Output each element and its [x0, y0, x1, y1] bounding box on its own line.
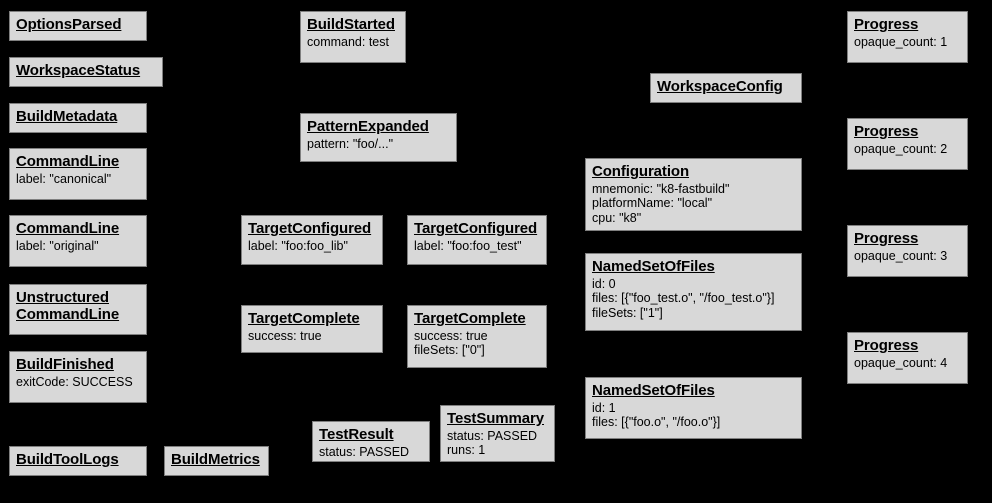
- node-field: files: [{"foo_test.o", "/foo_test.o"}]: [592, 291, 775, 306]
- node-title: Progress: [854, 16, 919, 33]
- node-title: Progress: [854, 337, 919, 354]
- node-fields: opaque_count: 2: [854, 142, 961, 157]
- node-fields: success: true: [248, 329, 376, 344]
- node-title: BuildFinished: [16, 356, 114, 373]
- node-field: opaque_count: 3: [854, 248, 948, 263]
- node-title: TestSummary: [447, 410, 544, 427]
- node-field: label: "canonical": [16, 171, 112, 186]
- node-field: fileSets: ["0"]: [414, 343, 485, 358]
- node-field: cpu: "k8": [592, 210, 642, 225]
- node-field: label: "foo:foo_lib": [248, 238, 348, 253]
- node-title: NamedSetOfFiles: [592, 258, 715, 275]
- node-field: files: [{"foo.o", "/foo.o"}]: [592, 415, 721, 430]
- node-title: TestResult: [319, 426, 394, 443]
- node-title: TargetConfigured: [414, 220, 538, 237]
- node-fields: label: "foo:foo_lib": [248, 239, 376, 254]
- node-fields: label: "canonical": [16, 172, 140, 187]
- node-fields: opaque_count: 4: [854, 356, 961, 371]
- node-fields: status: PASSED: [319, 445, 423, 460]
- node-title: TargetConfigured: [248, 220, 372, 237]
- node-build-metadata[interactable]: BuildMetadata: [9, 103, 147, 133]
- node-field: exitCode: SUCCESS: [16, 374, 133, 389]
- node-field: status: PASSED: [447, 428, 538, 443]
- node-title: Unstructured CommandLine: [16, 289, 120, 324]
- node-field: label: "original": [16, 238, 99, 253]
- node-title: BuildStarted: [307, 16, 395, 33]
- node-title: WorkspaceStatus: [16, 62, 141, 79]
- node-title: BuildToolLogs: [16, 451, 119, 468]
- node-title: CommandLine: [16, 220, 120, 237]
- node-workspace-config[interactable]: WorkspaceConfig: [650, 73, 802, 103]
- node-fields: pattern: "foo/...": [307, 137, 450, 152]
- node-field: runs: 1: [447, 443, 486, 458]
- node-options-parsed[interactable]: OptionsParsed: [9, 11, 147, 41]
- node-field: success: true: [248, 328, 322, 343]
- node-unstructured-command-line[interactable]: Unstructured CommandLine: [9, 284, 147, 335]
- node-field: label: "foo:foo_test": [414, 238, 522, 253]
- node-field: success: true: [414, 328, 488, 343]
- node-title: TargetComplete: [414, 310, 526, 327]
- node-field: opaque_count: 4: [854, 355, 948, 370]
- node-fields: command: test: [307, 35, 399, 50]
- node-field: status: PASSED: [319, 444, 410, 459]
- node-title: PatternExpanded: [307, 118, 429, 135]
- node-fields: mnemonic: "k8-fastbuild"platformName: "l…: [592, 182, 795, 226]
- node-title: Progress: [854, 230, 919, 247]
- node-field: pattern: "foo/...": [307, 136, 394, 151]
- node-field: platformName: "local": [592, 196, 713, 211]
- node-title: CommandLine: [16, 153, 120, 170]
- node-fields: label: "foo:foo_test": [414, 239, 540, 254]
- node-build-tool-logs[interactable]: BuildToolLogs: [9, 446, 147, 476]
- node-fields: label: "original": [16, 239, 140, 254]
- node-field: id: 1: [592, 400, 616, 415]
- node-field: opaque_count: 1: [854, 34, 948, 49]
- node-field: command: test: [307, 34, 389, 49]
- node-title: NamedSetOfFiles: [592, 382, 715, 399]
- node-fields: exitCode: SUCCESS: [16, 375, 140, 390]
- node-title: Configuration: [592, 163, 690, 180]
- node-workspace-status[interactable]: WorkspaceStatus: [9, 57, 163, 87]
- node-field: opaque_count: 2: [854, 141, 948, 156]
- node-title: BuildMetrics: [171, 451, 260, 468]
- node-title: WorkspaceConfig: [657, 78, 783, 95]
- node-field: mnemonic: "k8-fastbuild": [592, 181, 730, 196]
- node-title: Progress: [854, 123, 919, 140]
- node-title: OptionsParsed: [16, 16, 122, 33]
- node-fields: opaque_count: 3: [854, 249, 961, 264]
- node-field: id: 0: [592, 276, 616, 291]
- node-build-metrics[interactable]: BuildMetrics: [164, 446, 269, 476]
- node-title: TargetComplete: [248, 310, 360, 327]
- node-field: fileSets: ["1"]: [592, 305, 663, 320]
- node-title: BuildMetadata: [16, 108, 118, 125]
- node-fields: opaque_count: 1: [854, 35, 961, 50]
